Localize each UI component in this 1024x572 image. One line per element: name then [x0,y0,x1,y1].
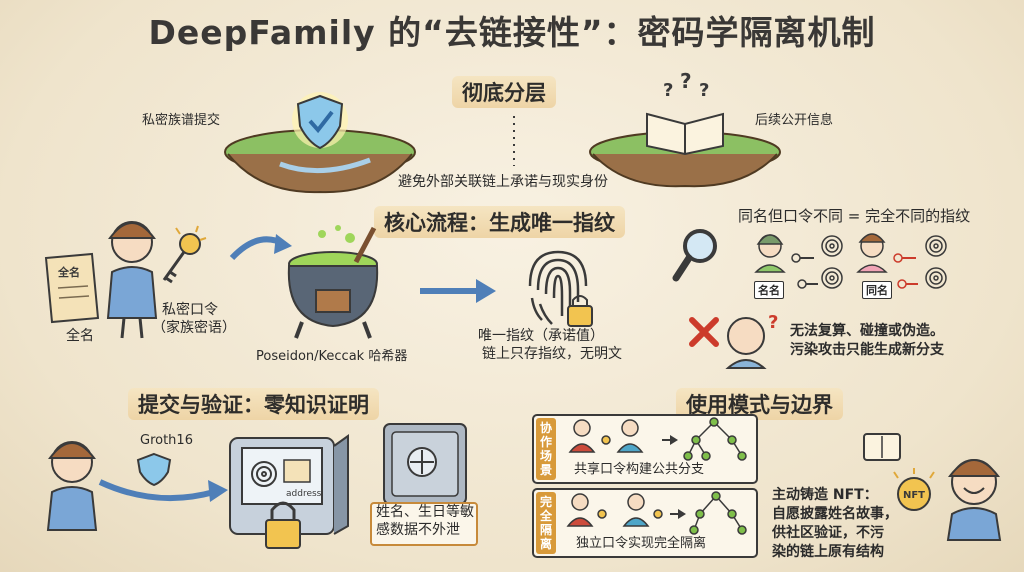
key-icon [179,233,201,255]
name-chip-left: 名名 [754,281,784,299]
arrow-to-fingerprint [420,279,496,303]
header-layering: 彻底分层 [452,76,556,108]
collab-mode-panel [532,414,758,484]
cauldron-hasher-illustration [287,225,379,339]
tree-icon [689,491,747,535]
page-title: DeepFamily 的“去链接性”：密码学隔离机制 [148,13,876,52]
full-name-label: 全名 [66,328,94,344]
fingerprint-icon [821,235,843,289]
confused-person-illustration: ? [689,312,778,369]
avoid-linkage-label: 避免外部关联链上承诺与现实身份 [398,174,608,190]
lock-icon [567,305,593,327]
isolated-mode-illustration [566,491,747,535]
lock-icon [265,519,301,549]
nft-line-2: 自愿披露姓名故事， [772,506,898,522]
fingerprint-icon [251,461,277,487]
id-card-icon [283,459,311,483]
isolated-mode-caption: 独立口令实现完全隔离 [576,536,707,551]
arrow-to-verifier [98,452,228,502]
shield-icon [296,94,344,150]
cannot-forge-label: 无法复算、碰撞或伪造。 [790,323,944,339]
nft-person-illustration: NFT [863,433,1002,541]
divider-dots [513,116,515,166]
address-label: address [286,489,322,499]
fingerprint-icon [925,235,947,289]
pollution-label: 污染攻击只能生成新分支 [790,342,944,358]
secret-key-label: 私密口令 [162,302,218,318]
fail-x-icon [689,317,719,347]
svg-text:?: ? [680,69,692,93]
nft-line-3: 供社区验证，不污 [772,525,884,541]
collab-mode-illustration [568,417,747,461]
header-core-flow: 核心流程：生成唯一指纹 [374,206,625,238]
safe-illustration [383,423,467,505]
secure-data-label-1: 姓名、生日等敏 [376,504,474,520]
secure-data-box [370,502,478,546]
svg-text:NFT: NFT [903,490,925,501]
beanie-icon [48,442,96,459]
fingerprint-label: 唯一指纹（承诺值） [478,328,604,344]
private-submit-label: 私密族谱提交 [142,113,221,128]
same-name-comparison [754,233,947,289]
private-island-illustration [224,92,416,194]
arrow-to-hasher [229,234,292,261]
same-name-title: 同名但口令不同 = 完全不同的指纹 [738,207,971,225]
question-mark-icon: ? [663,80,673,101]
nft-line-1: 主动铸造 NFT： [772,487,878,503]
fingerprint-icon [528,250,588,325]
secure-data-label-2: 感数据不外泄 [376,522,460,538]
public-info-label: 后续公开信息 [755,113,834,128]
avatar [727,317,765,355]
person-with-scroll-and-key: 全名 [44,221,207,339]
isolated-mode-tag: 完全隔离 [536,492,556,554]
shield-icon [136,452,172,487]
hasher-label: Poseidon/Keccak 哈希器 [256,349,408,364]
onchain-label: 链上只存指纹，无明文 [482,346,622,362]
public-island-illustration: ? ? ? [589,69,781,188]
magnifier-icon [672,229,717,282]
beanie-icon [947,459,1001,477]
svg-text:全名: 全名 [57,265,80,279]
collab-mode-caption: 共享口令构建公共分支 [574,462,705,477]
nft-line-4: 染的链上原有结构 [772,544,884,560]
key-icon [597,509,607,519]
nft-coin-icon [897,477,931,511]
tree-icon [683,417,747,461]
verifier-box-illustration [229,434,349,549]
family-phrase-label: （家族密语） [152,320,236,336]
fingerprint-lock-illustration [528,250,593,327]
key-icon [791,253,801,263]
header-zk-proof: 提交与验证：零知识证明 [128,388,379,420]
question-mark-icon: ? [768,312,778,333]
key-icon [601,435,611,445]
groth16-label: Groth16 [140,433,193,448]
svg-text:?: ? [699,80,709,101]
collab-mode-tag: 协作场景 [536,418,556,480]
name-chip-right: 同名 [862,281,892,299]
header-usage-modes: 使用模式与边界 [676,388,843,420]
scroll-icon [44,252,100,324]
beanie-icon [108,222,156,239]
person-illustration [46,441,98,531]
